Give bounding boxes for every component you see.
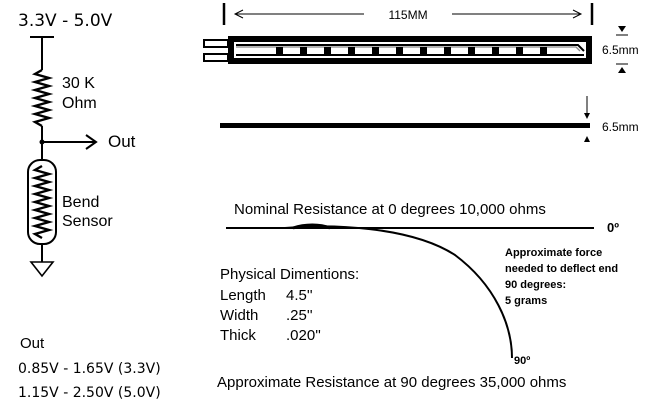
resistor-unit-label: Ohm [62, 95, 97, 112]
connector-pin-bottom [203, 53, 229, 62]
arrow-down-icon [618, 26, 626, 32]
deflection-diagram: Nominal Resistance at 0 degrees 10,000 o… [217, 201, 619, 391]
deflection-curve [284, 225, 513, 359]
resistor-value-label: 30 K [62, 75, 95, 92]
resistor-symbol [30, 68, 54, 128]
sensor-label-bend: Bend [62, 194, 99, 211]
arrow-left-icon [233, 9, 244, 19]
arrow-up-icon [584, 136, 590, 142]
out-label: Out [108, 132, 136, 151]
ninety-degree-label: 90º [514, 355, 530, 367]
sensor-side-view: 6.5mm [220, 96, 639, 142]
circuit-schematic: 3.3V - 5.0V 30 K Ohm Out Bend Sensor [18, 11, 136, 278]
length-label: 115MM [388, 8, 427, 22]
length-dimension: 115MM [222, 3, 594, 25]
width-dimension: 6.5mm [602, 26, 639, 73]
force-line-3: 90 degrees: [505, 279, 566, 291]
width-row-value: .25'' [286, 307, 313, 324]
output-range-3v3: 0.85V - 1.65V (3.3V) [18, 361, 161, 377]
force-line-1: Approximate force [505, 247, 602, 259]
width-label: 6.5mm [602, 43, 639, 57]
thick-row-value: .020'' [286, 327, 321, 344]
nominal-resistance-label: Nominal Resistance at 0 degrees 10,000 o… [234, 201, 546, 218]
thickness-label: 6.5mm [602, 120, 639, 134]
sensor-side-bar [220, 123, 590, 128]
arrow-down-icon [584, 113, 590, 119]
output-heading: Out [20, 335, 45, 352]
force-line-4: 5 grams [505, 295, 547, 307]
output-ranges: Out 0.85V - 1.65V (3.3V) 1.15V - 2.50V (… [18, 335, 161, 401]
sensor-top-view [203, 36, 592, 64]
supply-voltage-label: 3.3V - 5.0V [18, 11, 113, 31]
physical-heading: Physical Dimentions: [220, 266, 359, 283]
zero-degree-label: 0º [607, 220, 619, 235]
sensor-label-sensor: Sensor [62, 213, 113, 230]
arrow-right-icon [572, 9, 583, 19]
width-row-name: Width [220, 307, 258, 324]
bend-sensor-resistor-symbol [30, 164, 54, 240]
length-row-name: Length [220, 287, 266, 304]
thick-row-name: Thick [220, 327, 256, 344]
arrow-up-icon [618, 67, 626, 73]
out-arrow-icon [85, 134, 98, 150]
length-row-value: 4.5'' [286, 287, 313, 304]
output-range-5v: 1.15V - 2.50V (5.0V) [18, 385, 161, 401]
ground-icon [29, 261, 55, 278]
approx-resistance-label: Approximate Resistance at 90 degrees 35,… [217, 374, 566, 391]
connector-pin-top [203, 39, 229, 48]
force-line-2: needed to deflect end [505, 263, 618, 275]
physical-dimensions: Physical Dimentions: Length 4.5'' Width … [220, 266, 359, 344]
